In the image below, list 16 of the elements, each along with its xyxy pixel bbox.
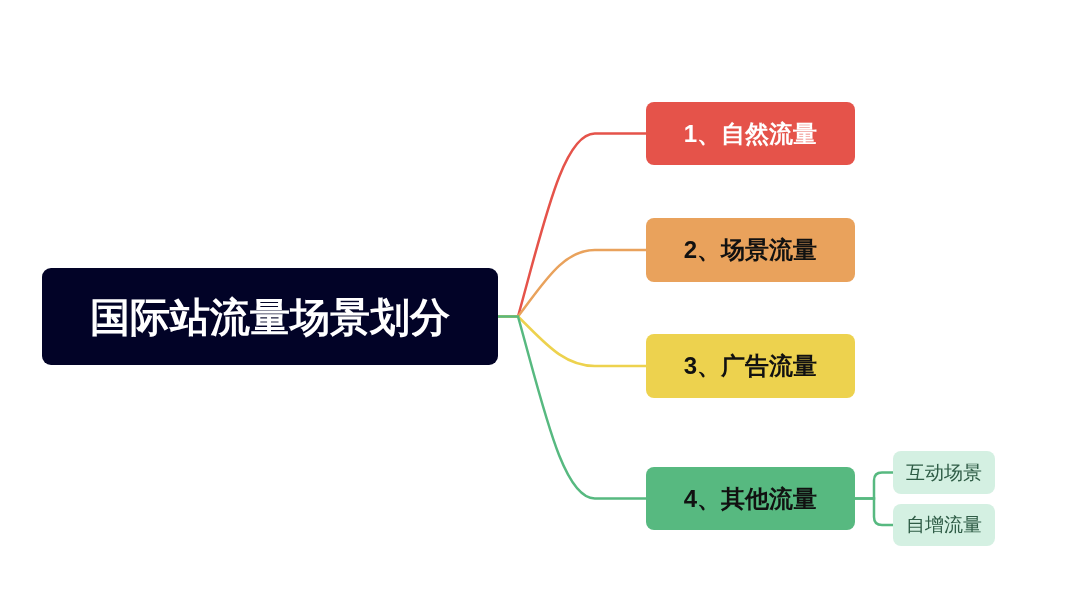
topic-text: 3、广告流量: [683, 352, 818, 380]
topic-box: [646, 334, 855, 398]
subtopic-box: [893, 504, 995, 546]
topic-text: 4、其他流量: [683, 484, 818, 513]
topic-box: [646, 218, 855, 282]
subtopic-box: [893, 451, 995, 494]
topic-box: [646, 467, 855, 530]
branch-connector: [498, 315, 646, 500]
topic-text: 自增流量: [906, 514, 982, 536]
topic-text: 1、自然流量: [683, 119, 818, 148]
branch-connector: [855, 497, 893, 527]
topic-text: 互动场景: [906, 461, 982, 484]
topic-text: 国际站流量场景划分: [90, 293, 450, 340]
topic-box: [646, 102, 855, 165]
topic-text: 2、场景流量: [683, 236, 818, 264]
central-topic-box: [42, 268, 498, 365]
